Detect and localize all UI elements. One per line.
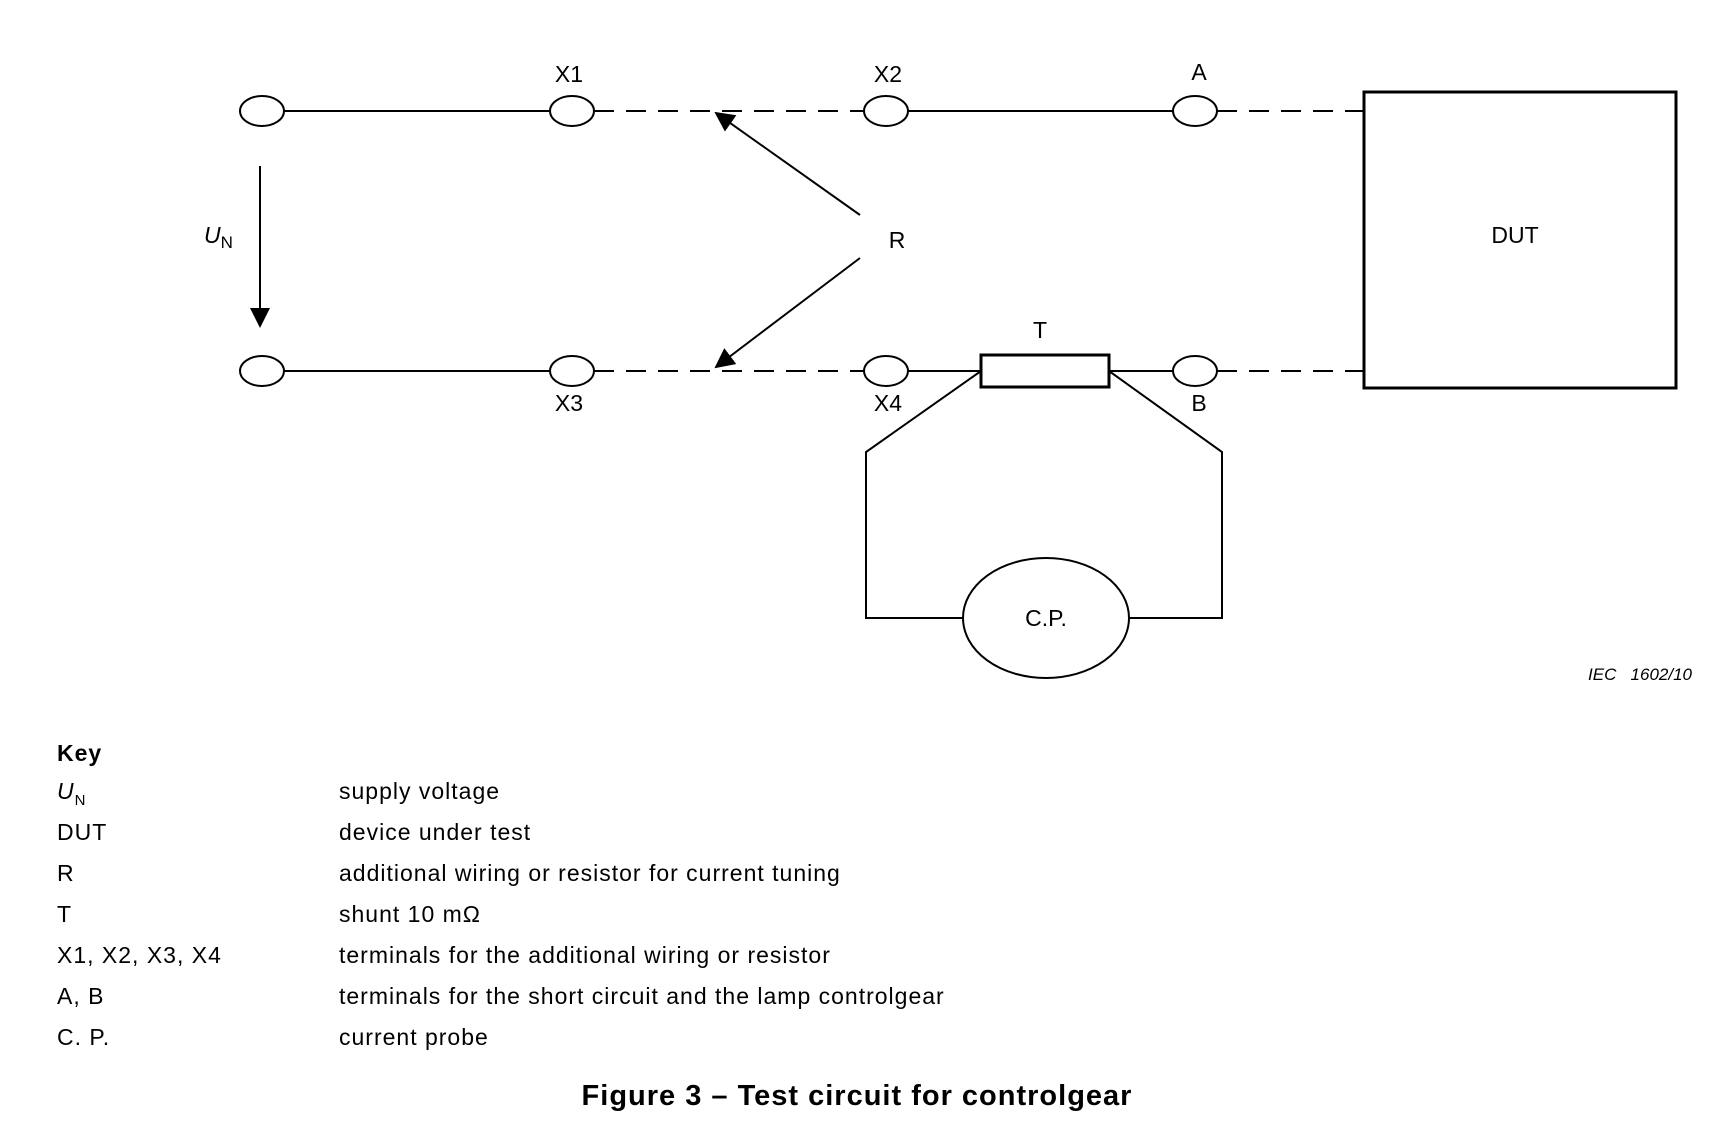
label-shunt: T [1033,317,1047,343]
key-row: R additional wiring or resistor for curr… [57,858,945,899]
label-x2: X2 [874,61,902,87]
key-term-symbol: U [57,778,75,804]
key-term: X1, X2, X3, X4 [57,942,222,968]
key-row: UN supply voltage [57,776,945,817]
terminal-x3 [549,355,595,387]
terminal-supply-top [239,95,285,127]
label-a: A [1191,59,1207,85]
key-desc: terminals for the short circuit and the … [339,983,945,1009]
key-desc: additional wiring or resistor for curren… [339,860,841,886]
key-term: A, B [57,983,105,1009]
label-resistor: R [889,227,906,253]
key-desc: shunt 10 mΩ [339,901,481,927]
supply-symbol: U [204,222,221,248]
test-circuit-diagram: X1 X2 A X3 X4 B UN R T DUT C.P. IEC 1602… [204,59,1693,684]
key-row: DUT device under test [57,817,945,858]
key-term-subscript: N [74,792,87,809]
resistor-pointer-top [714,111,861,216]
key-term: C. P. [57,1024,111,1050]
label-x3: X3 [555,390,583,416]
key-title: Key [57,740,103,766]
key-desc: current probe [339,1024,489,1050]
key-row: C. P. current probe [57,1022,945,1063]
key-row: X1, X2, X3, X4 terminals for the additio… [57,940,945,981]
probe-lead-left [865,370,982,619]
label-b: B [1191,390,1206,416]
terminal-supply-bottom [239,355,285,387]
label-dut: DUT [1491,222,1538,248]
terminal-x2 [863,95,909,127]
terminal-b [1172,355,1218,387]
terminal-x1 [549,95,595,127]
key-row: T shunt 10 mΩ [57,899,945,940]
terminal-a [1172,95,1218,127]
key-term: DUT [57,819,108,845]
key-legend: Key UN supply voltage DUT device under t… [57,738,945,1063]
probe-lead-right [1108,370,1223,619]
figure-credit: IEC 1602/10 [1588,665,1693,684]
key-desc: terminals for the additional wiring or r… [339,942,831,968]
key-term: UN [57,776,339,810]
figure-caption: Figure 3 – Test circuit for controlgear [581,1080,1133,1112]
key-desc: supply voltage [339,778,501,804]
resistor-pointer-bottom [714,257,861,369]
label-current-probe: C.P. [1025,605,1067,631]
current-probe [962,557,1130,679]
dut-box [1362,90,1678,390]
label-x4: X4 [874,390,902,416]
shunt-resistor [979,353,1111,389]
key-term: T [57,901,73,927]
key-desc: device under test [339,819,532,845]
key-term: R [57,860,75,886]
key-row: A, B terminals for the short circuit and… [57,981,945,1022]
label-x1: X1 [555,61,583,87]
supply-subscript: N [221,233,233,252]
label-supply-voltage: UN [204,222,233,252]
terminal-x4 [863,355,909,387]
